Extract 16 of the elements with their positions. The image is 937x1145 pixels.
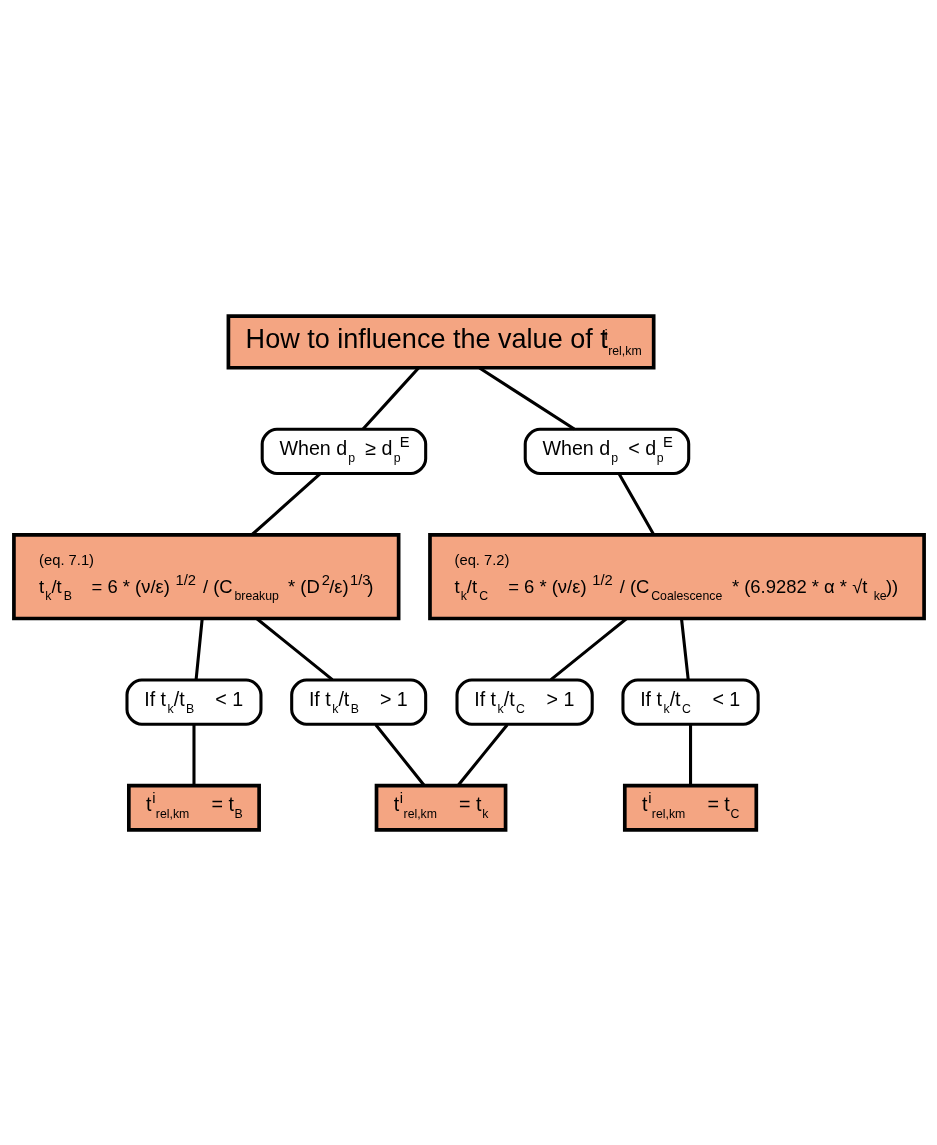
connector [688, 724, 692, 785]
connector [679, 617, 690, 680]
connector [478, 366, 575, 430]
node-box: If t$_{k}$/t$_{B}$ > 1 [289, 677, 427, 726]
node-box: If t$_{k}$/t$_{C}$ < 1 [620, 677, 760, 726]
connector [456, 723, 508, 786]
node-box: (eq. 7.1) t$_{k}$/t$_{B}$ = 6 * (ν/ε)$^{1/2}$ / (C$_{breakup}$ * (D$^{2}$/ε)$^{1/3}$) [11, 532, 400, 620]
connector [617, 472, 655, 535]
node-box: If t$_{k}$/t$_{B}$ < 1 [124, 677, 262, 726]
connector [374, 723, 425, 786]
connector [191, 724, 195, 785]
connector [250, 472, 321, 536]
connector [361, 366, 420, 430]
node-box: (eq. 7.2) t$_{k}$/t$_{C}$ = 6 * (ν/ε)$^{1/2}$ / (C$_{Coalescence}$ * (6.9282 * α * √t$_{ke}$)) [427, 532, 926, 620]
node-box: If t$_{k}$/t$_{C}$ > 1 [455, 677, 594, 726]
connector [194, 617, 204, 680]
